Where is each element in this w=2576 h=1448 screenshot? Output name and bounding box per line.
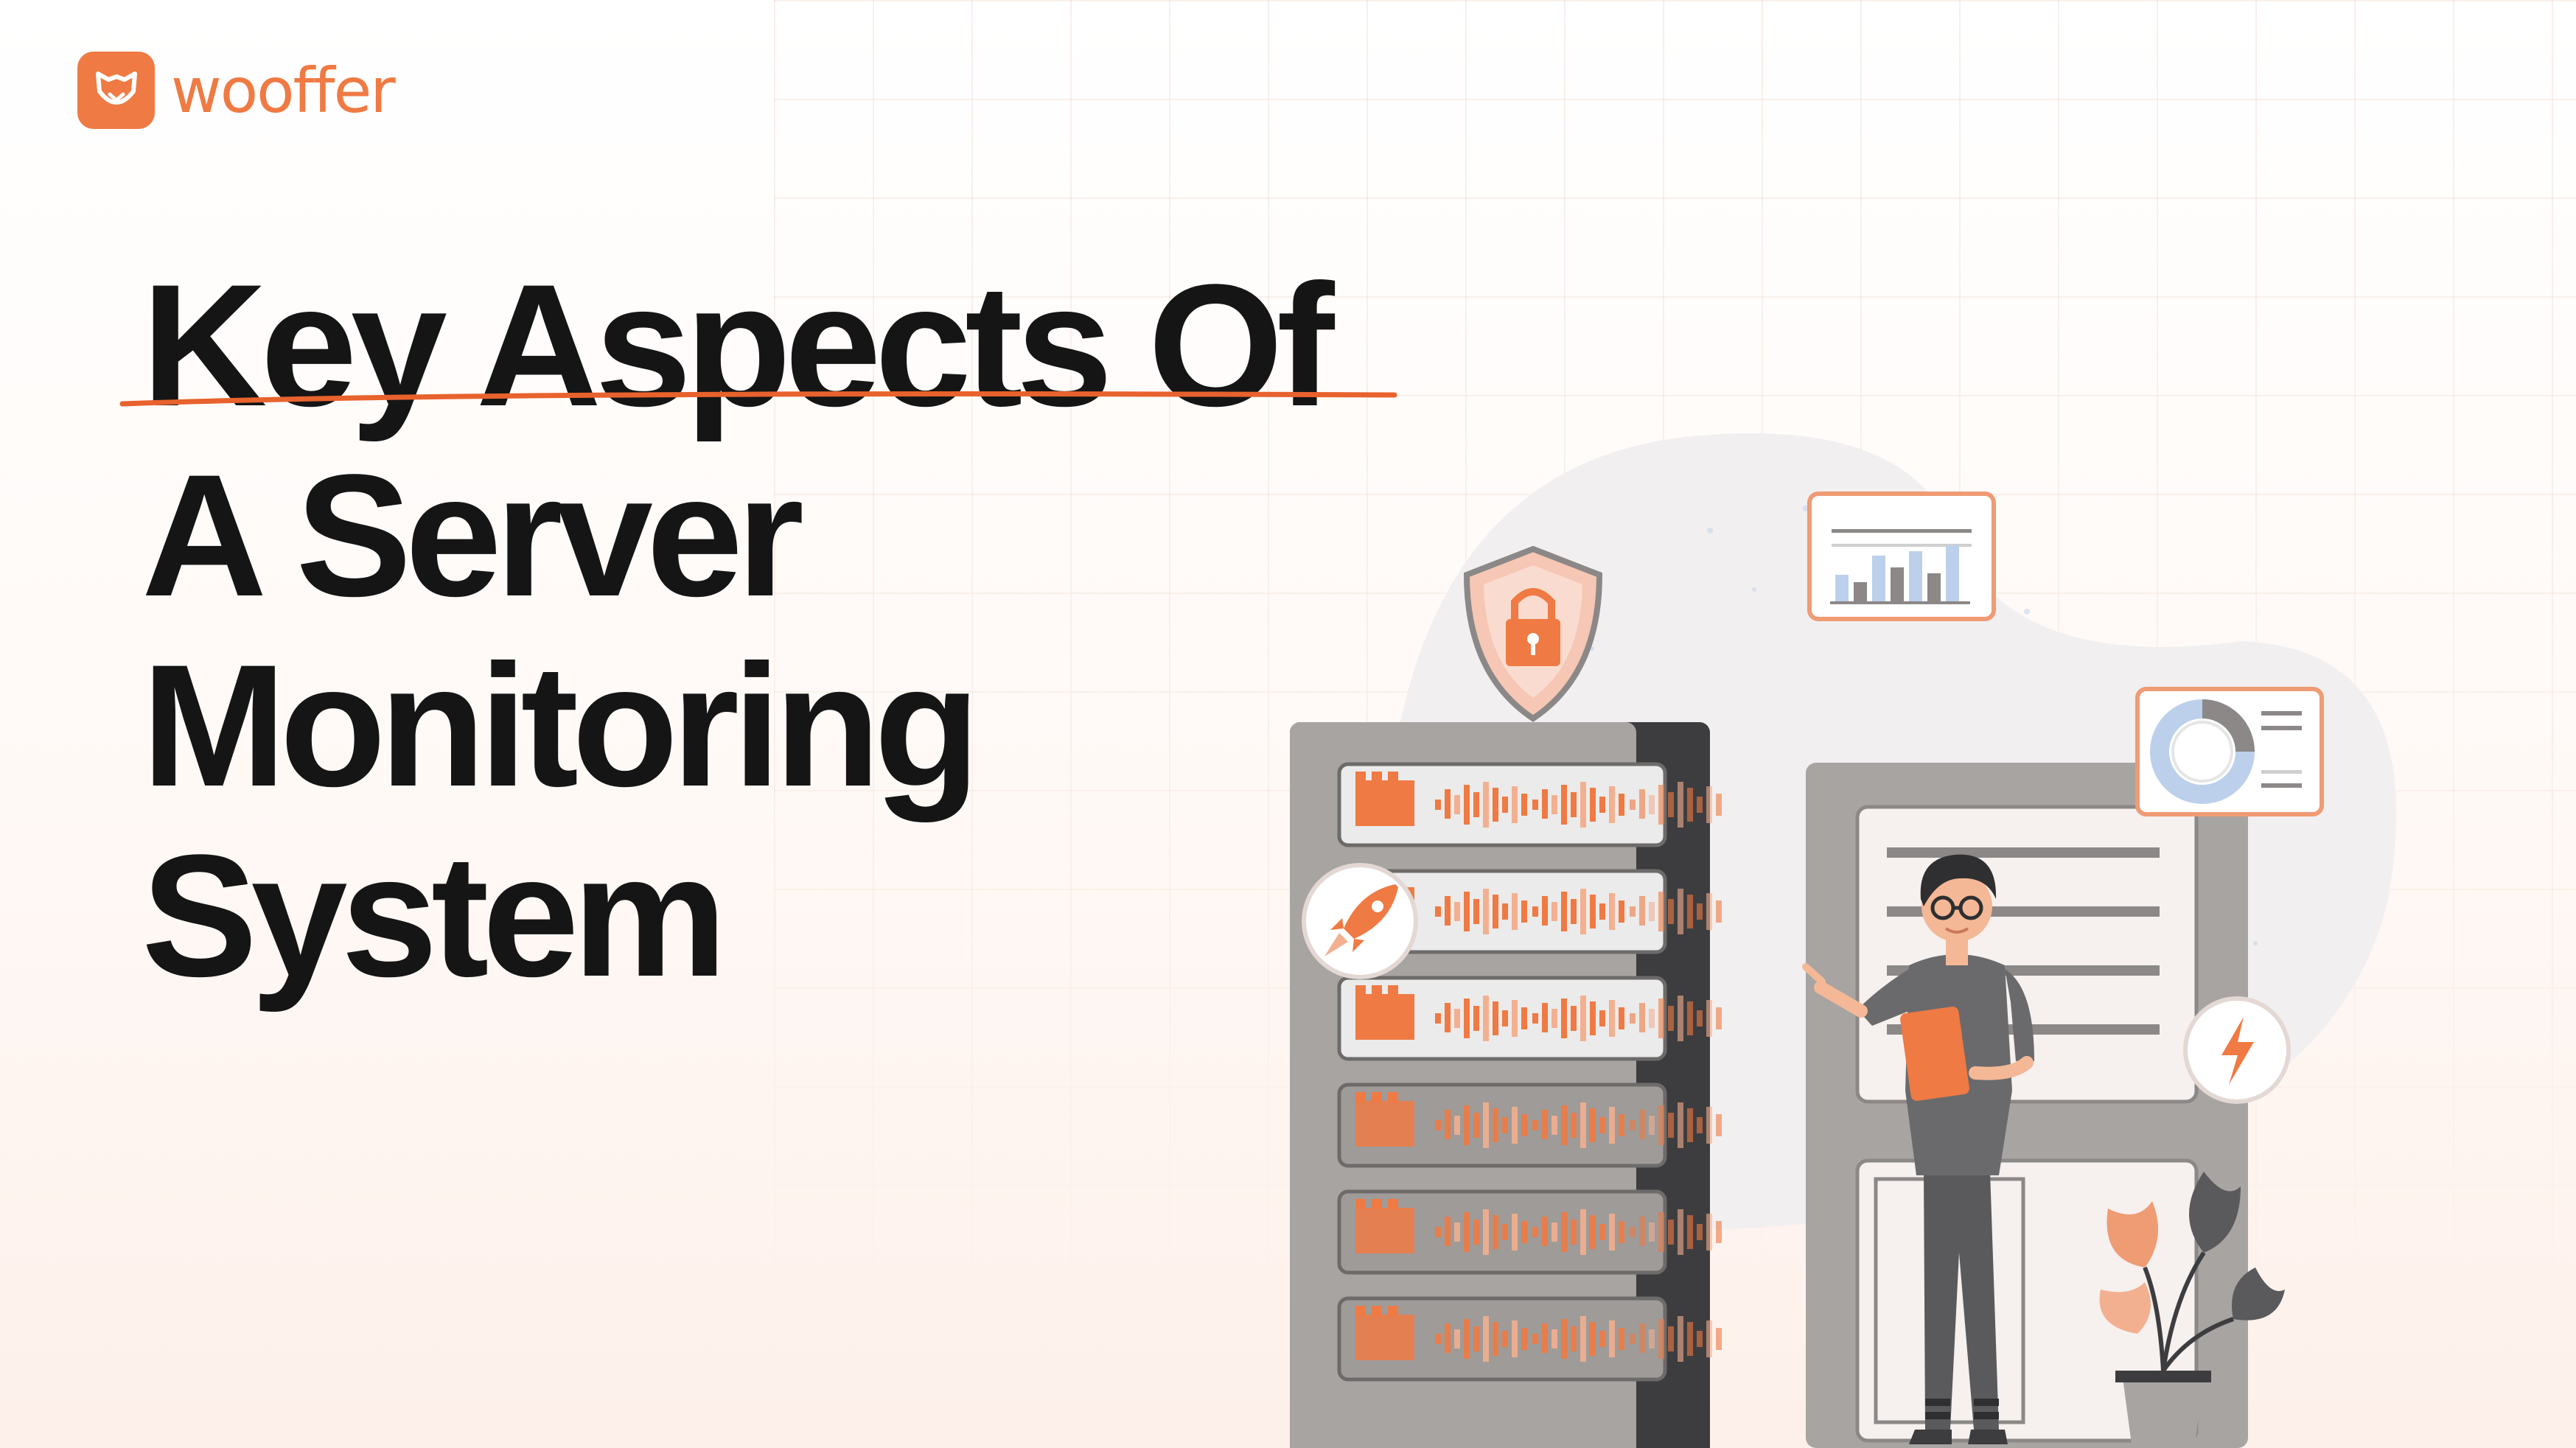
title-line-2: A Server <box>142 438 804 633</box>
server-illustration <box>1290 433 2397 1448</box>
page-title: Key Aspects Of A Server Monitoring Syste… <box>142 248 1335 1013</box>
lightning-icon <box>2183 996 2291 1104</box>
shield-lock-icon <box>1463 545 1603 722</box>
wooffer-logo-icon <box>77 52 155 129</box>
plant-icon <box>2099 1172 2285 1444</box>
rocket-icon <box>1302 863 1418 979</box>
person-figure <box>1802 854 2034 1444</box>
title-line-4: System <box>142 819 727 1013</box>
brand-logo[interactable]: wooffer <box>77 52 396 129</box>
bar-chart-card-icon <box>1807 492 1996 621</box>
donut-chart-card-icon <box>2135 687 2324 816</box>
server-rack-left <box>1290 722 1722 1448</box>
title-line-1: Key Aspects Of <box>142 248 1335 443</box>
brand-name: wooffer <box>171 54 396 127</box>
title-line-3: Monitoring <box>142 629 980 823</box>
server-rack-right <box>1806 763 2248 1448</box>
title-underline <box>119 391 1397 407</box>
